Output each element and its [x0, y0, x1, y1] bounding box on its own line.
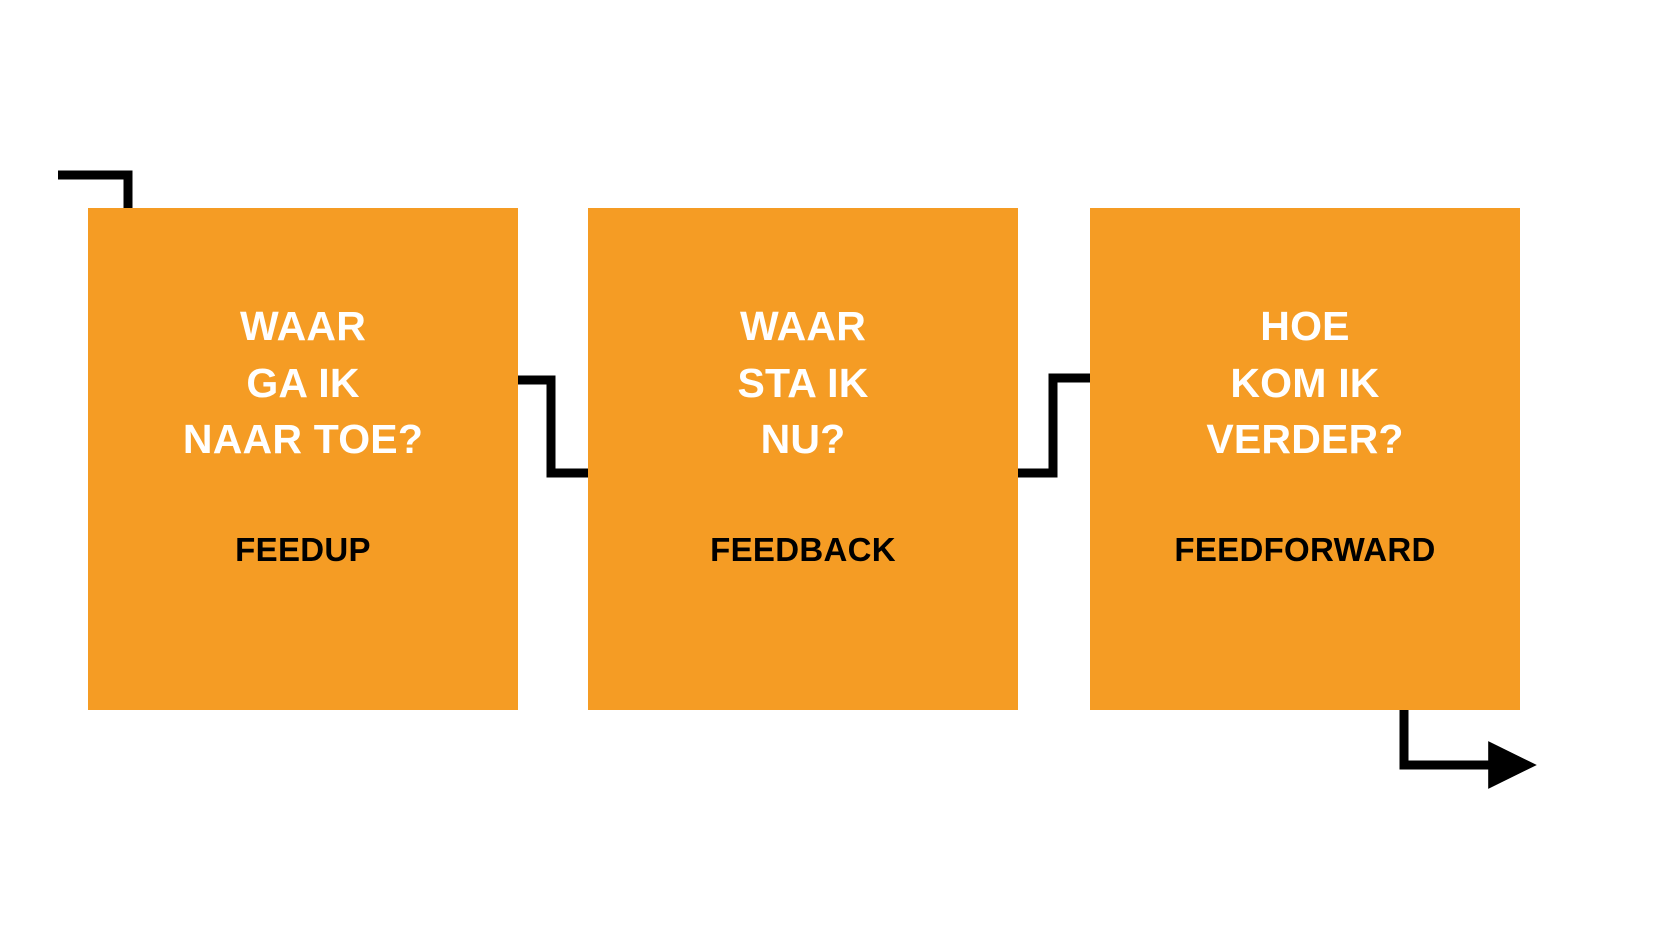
stage-box-feedforward: HOE KOM IK VERDER? FEEDFORWARD	[1090, 208, 1520, 710]
stage-box-feedback: WAAR STA IK NU? FEEDBACK	[588, 208, 1018, 710]
stage-term-feedforward: FEEDFORWARD	[1174, 530, 1436, 568]
stage-term-feedback: FEEDBACK	[710, 530, 896, 568]
stage-question-feedforward: HOE KOM IK VERDER?	[1206, 303, 1404, 463]
stage-question-feedback: WAAR STA IK NU?	[737, 303, 869, 463]
stage-question-feedup: WAAR GA IK NAAR TOE?	[182, 303, 424, 463]
stage-box-feedup: WAAR GA IK NAAR TOE? FEEDUP	[88, 208, 518, 710]
stage-term-feedup: FEEDUP	[235, 530, 371, 568]
